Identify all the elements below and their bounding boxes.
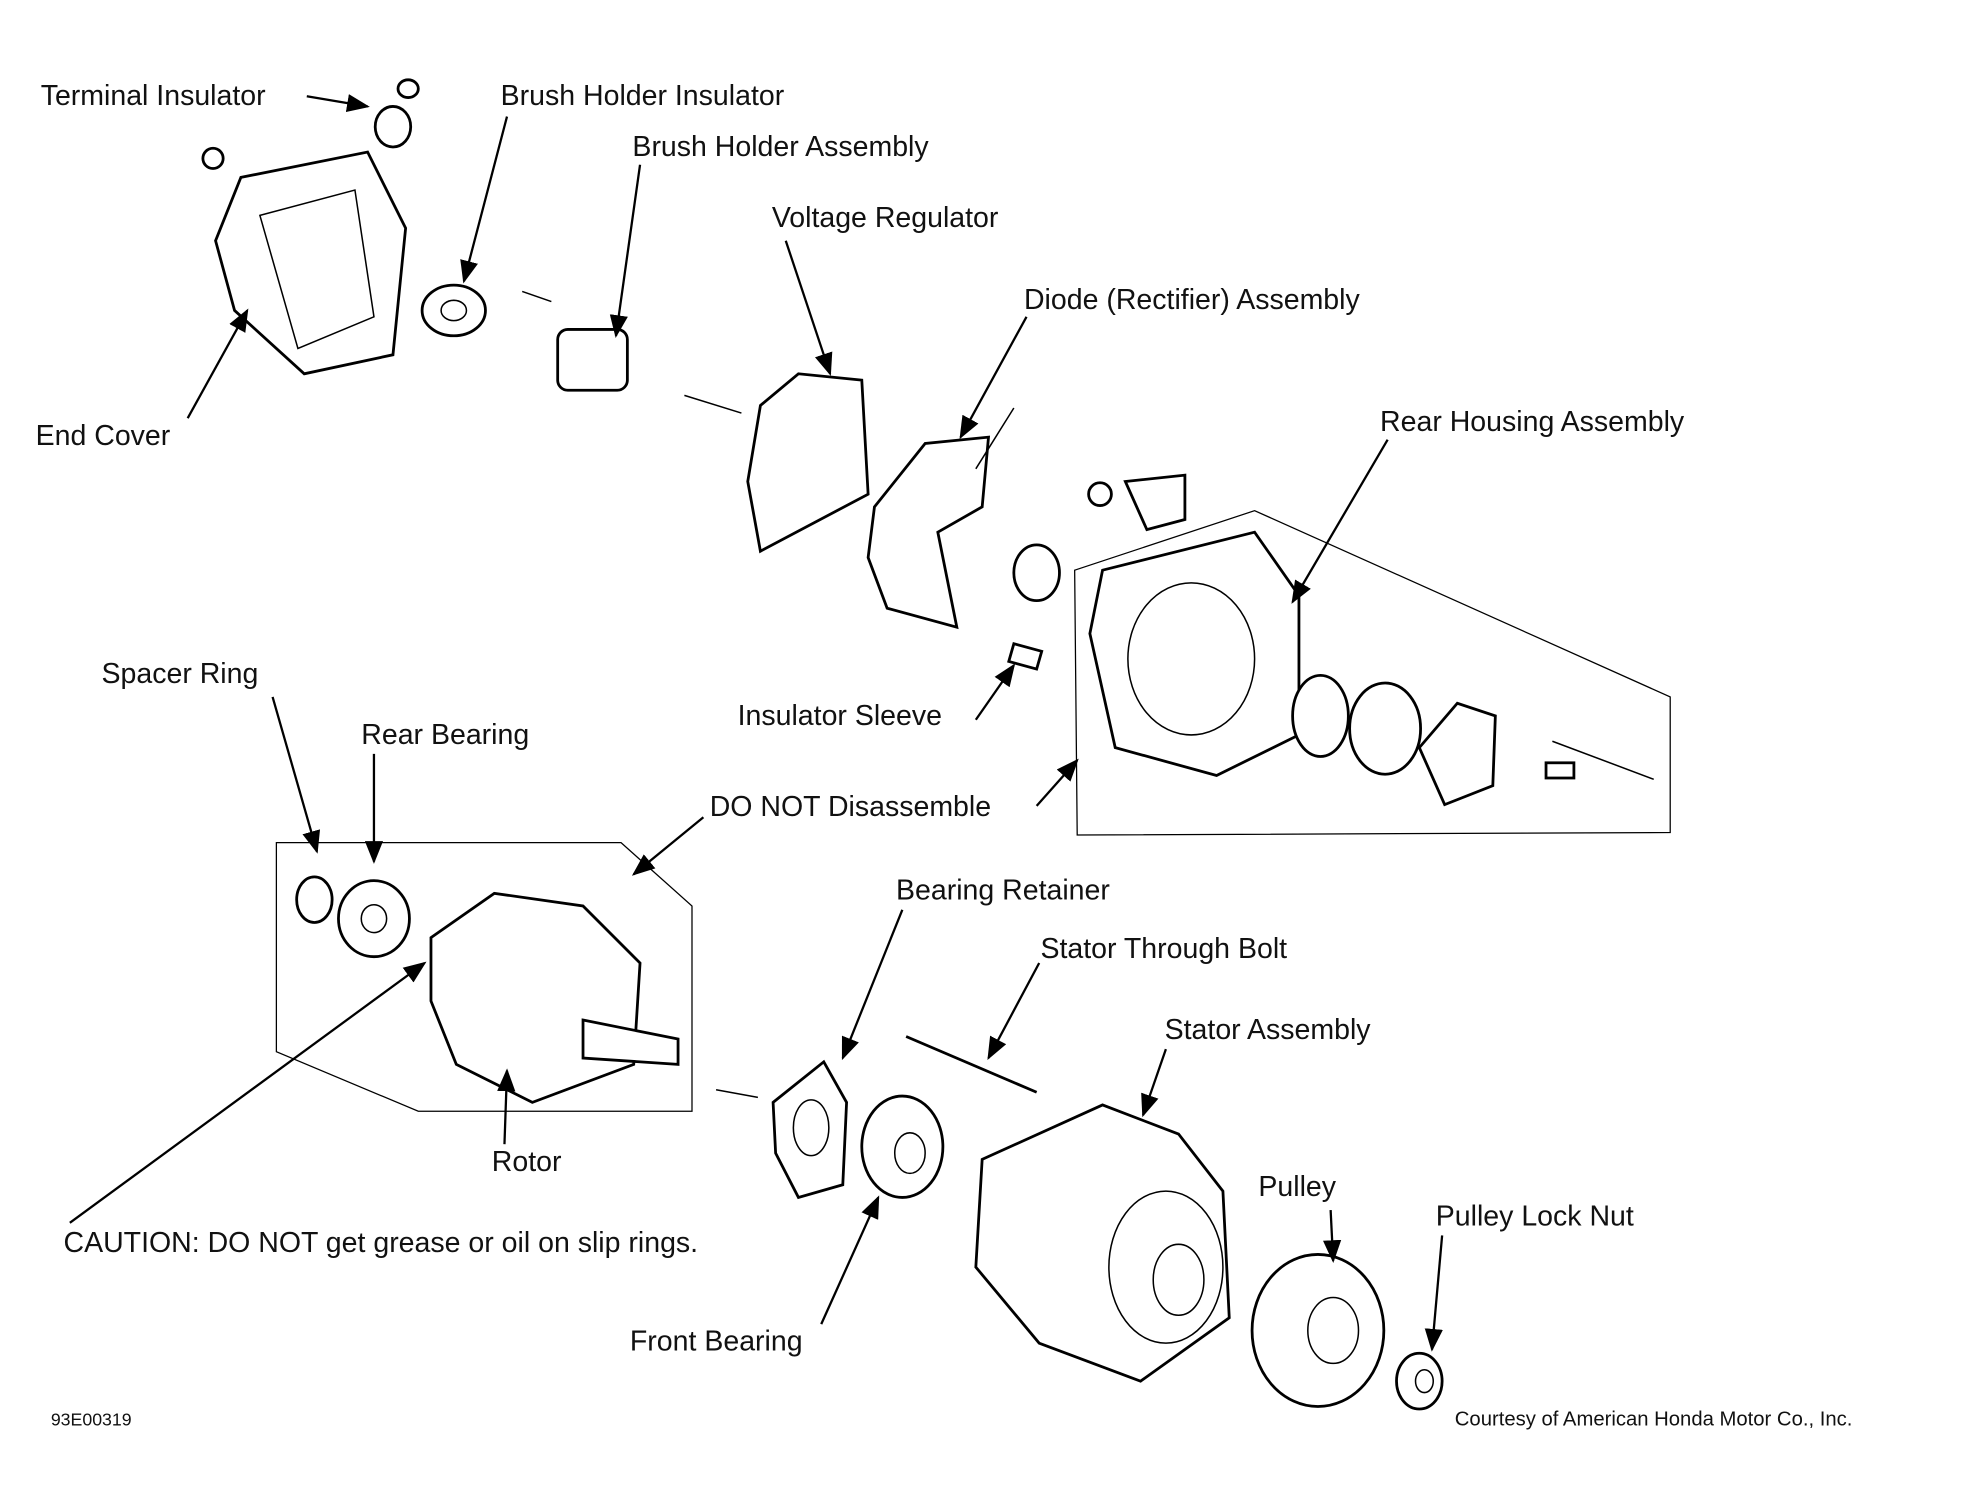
label-rear-bearing: Rear Bearing — [361, 719, 529, 751]
bearing-retainer-part — [715, 1059, 848, 1200]
credit-line: Courtesy of American Honda Motor Co., In… — [1455, 1409, 1853, 1431]
rear-housing-group-box — [1074, 509, 1671, 836]
voltage-regulator-part — [684, 372, 870, 554]
label-diode-assembly: Diode (Rectifier) Assembly — [1024, 284, 1361, 316]
label-pulley-lock-nut: Pulley Lock Nut — [1436, 1200, 1634, 1232]
brush-holder-assembly-part — [521, 290, 629, 392]
rotor-group-box — [275, 841, 693, 1112]
label-caution: CAUTION: DO NOT get grease or oil on sli… — [64, 1227, 699, 1259]
figure-id: 93E00319 — [51, 1410, 132, 1430]
label-insulator-sleeve: Insulator Sleeve — [738, 700, 942, 732]
stator-assembly-part — [974, 1103, 1231, 1383]
label-end-cover: End Cover — [36, 420, 171, 452]
brush-holder-insulator-part — [420, 283, 487, 338]
pulley-lock-nut-part — [1395, 1351, 1444, 1411]
label-brush-holder-insulator: Brush Holder Insulator — [501, 80, 785, 112]
rotor-part — [295, 875, 680, 1104]
rear-housing-part — [1007, 473, 1655, 807]
label-rotor: Rotor — [492, 1146, 562, 1178]
label-brush-holder-assembly: Brush Holder Assembly — [632, 131, 929, 163]
label-front-bearing: Front Bearing — [630, 1326, 803, 1358]
label-rear-housing-assembly: Rear Housing Assembly — [1380, 406, 1685, 438]
terminal-insulator-part — [373, 78, 420, 149]
label-bearing-retainer: Bearing Retainer — [896, 875, 1110, 907]
end-cover-part — [201, 146, 408, 376]
diode-assembly-part — [866, 407, 1015, 630]
label-spacer-ring: Spacer Ring — [102, 658, 259, 690]
label-pulley: Pulley — [1258, 1171, 1336, 1203]
label-do-not-disassemble: DO NOT Disassemble — [710, 791, 991, 823]
pulley-part — [1250, 1253, 1386, 1408]
front-bearing-part — [860, 1094, 945, 1199]
stator-bolt-part — [905, 1035, 1038, 1094]
label-terminal-insulator: Terminal Insulator — [41, 80, 266, 112]
label-voltage-regulator: Voltage Regulator — [772, 202, 999, 234]
label-stator-through-bolt: Stator Through Bolt — [1040, 933, 1287, 965]
label-stator-assembly: Stator Assembly — [1165, 1014, 1372, 1046]
leader-lines — [69, 94, 1444, 1352]
